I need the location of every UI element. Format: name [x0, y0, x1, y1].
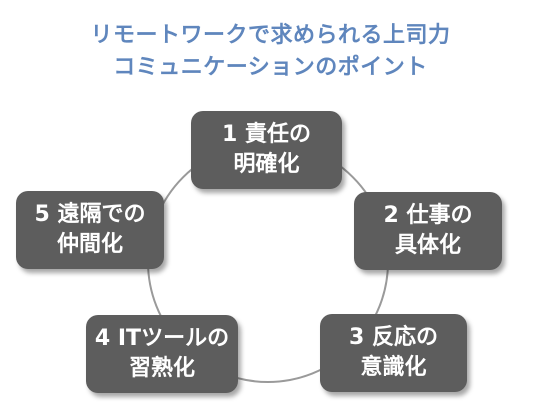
node-1-line-2: 明確化 [233, 152, 300, 177]
node-2-line-1: 2 仕事の [383, 203, 473, 228]
node-work-concretization: 2 仕事の 具体化 [354, 192, 502, 270]
node-3-line-1: 3 反応の [349, 325, 438, 350]
diagram-title-line-1: リモートワークで求められる上司力 [90, 23, 451, 48]
node-5-line-2: 仲間化 [56, 232, 123, 257]
node-remote-fellowship: 5 遠隔での 仲間化 [16, 191, 164, 269]
node-response-awareness: 3 反応の 意識化 [320, 314, 467, 392]
node-3-line-2: 意識化 [360, 355, 427, 380]
node-1-line-1: 1 責任の [222, 122, 311, 147]
node-responsibility-clarification: 1 責任の 明確化 [191, 111, 342, 189]
node-4-line-1: 4 ITツールの [94, 326, 230, 351]
diagram-title-line-2: コミュニケーションのポイント [113, 55, 428, 80]
node-5-line-1: 5 遠隔での [34, 202, 146, 227]
node-it-tool-mastery: 4 ITツールの 習熟化 [86, 315, 238, 393]
node-2-line-2: 具体化 [394, 233, 461, 258]
node-4-line-2: 習熟化 [128, 356, 195, 381]
